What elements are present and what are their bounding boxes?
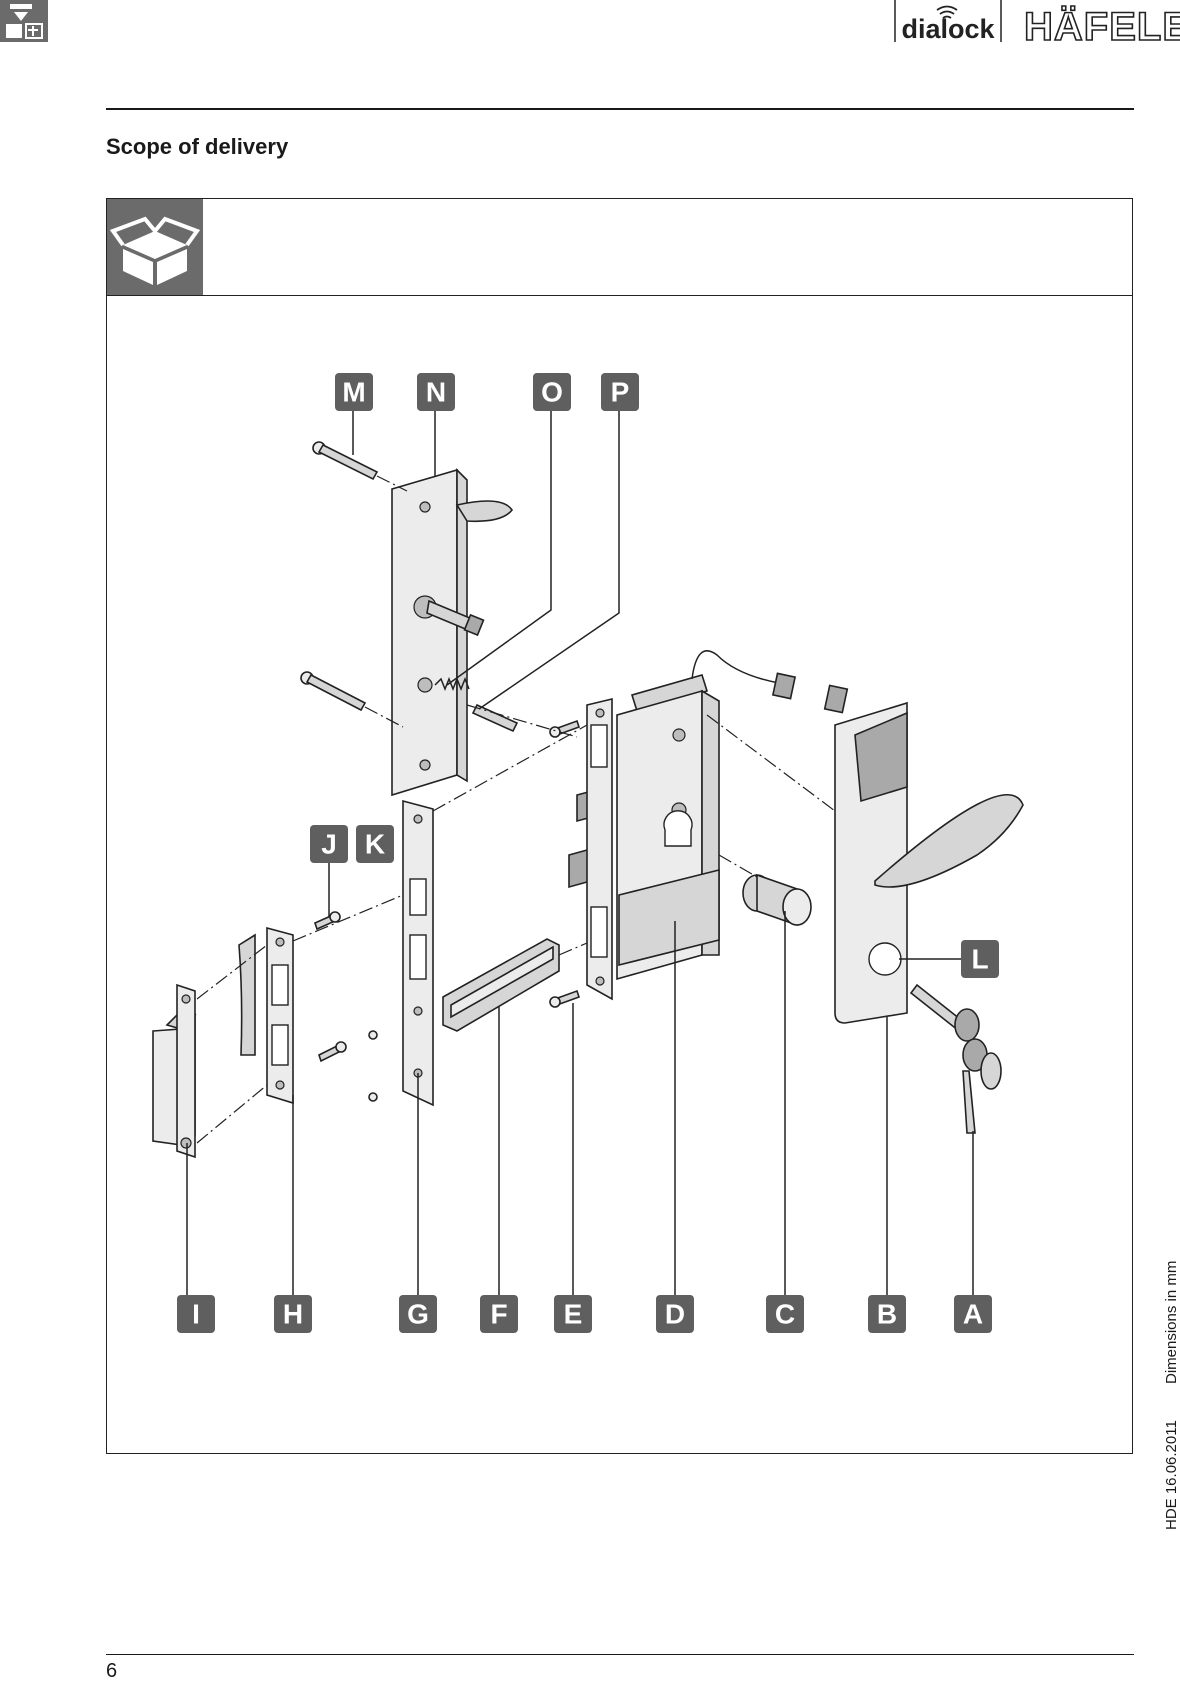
screw-K-3 <box>368 1092 378 1102</box>
screw-E-bottom <box>549 989 581 1008</box>
faceplate-G <box>402 799 434 1107</box>
label-A: A <box>954 1295 992 1333</box>
hafele-logo: HÄFELE <box>1023 4 1180 50</box>
svg-text:J: J <box>321 829 337 860</box>
label-K: K <box>356 825 394 863</box>
screw-M-bottom <box>300 671 367 712</box>
label-O: O <box>533 373 571 411</box>
dialock-logo: dialock <box>894 0 1002 44</box>
inner-escutcheon <box>391 468 513 797</box>
screw-J-top <box>314 911 341 931</box>
electronic-escutcheon <box>834 701 1024 1024</box>
exploded-lock-diagram: M N O P J K L I H G F E D C B A <box>152 373 1024 1333</box>
svg-text:C: C <box>775 1299 795 1330</box>
label-P: P <box>601 373 639 411</box>
hafele-logo-text: HÄFELE <box>1024 5 1180 49</box>
header-rule <box>106 108 1134 110</box>
frame-header <box>107 199 1132 296</box>
label-I: I <box>177 1295 215 1333</box>
label-L: L <box>961 940 999 978</box>
front-case-F <box>442 938 560 1032</box>
svg-text:M: M <box>342 377 365 408</box>
label-E: E <box>554 1295 592 1333</box>
page-number: 6 <box>106 1660 118 1682</box>
label-J: J <box>310 825 348 863</box>
svg-text:N: N <box>426 377 446 408</box>
svg-text:I: I <box>192 1299 200 1330</box>
mortise-lock-body <box>568 674 720 981</box>
strike-plate-H <box>238 926 294 1105</box>
doc-code: HDE 16.06.2011 <box>1163 1420 1180 1530</box>
svg-text:B: B <box>877 1299 897 1330</box>
label-M: M <box>335 373 373 411</box>
svg-text:P: P <box>611 377 630 408</box>
side-footer: HDE 16.06.2011 Dimensions in mm <box>1163 1229 1180 1530</box>
svg-text:G: G <box>407 1299 429 1330</box>
label-F: F <box>480 1295 518 1333</box>
screw-E-top <box>549 719 581 738</box>
cylinder <box>742 873 812 927</box>
svg-text:F: F <box>490 1299 507 1330</box>
package-box-icon <box>107 199 203 295</box>
svg-text:L: L <box>971 944 988 975</box>
label-D: D <box>656 1295 694 1333</box>
screw-M-top <box>312 441 379 481</box>
header-logos: dialock HÄFELE <box>675 0 1180 50</box>
document-type-icon <box>0 0 48 42</box>
svg-text:K: K <box>365 829 385 860</box>
label-N: N <box>417 373 455 411</box>
delivery-frame: M N O P J K L I H G F E D C B A <box>106 198 1133 1454</box>
strike-box-I <box>152 983 197 1159</box>
units-note: Dimensions in mm <box>1163 1260 1180 1385</box>
label-H: H <box>274 1295 312 1333</box>
footer-rule <box>106 1654 1134 1655</box>
svg-text:H: H <box>283 1299 303 1330</box>
screw-K-2 <box>368 1030 378 1040</box>
svg-text:E: E <box>564 1299 583 1330</box>
screw-J-bottom <box>318 1041 347 1063</box>
svg-text:A: A <box>963 1299 983 1330</box>
dialock-logo-text: dialock <box>901 14 995 44</box>
label-B: B <box>868 1295 906 1333</box>
keys <box>909 983 1002 1134</box>
svg-text:O: O <box>541 377 563 408</box>
svg-text:D: D <box>665 1299 685 1330</box>
label-G: G <box>399 1295 437 1333</box>
label-C: C <box>766 1295 804 1333</box>
section-title: Scope of delivery <box>106 134 289 159</box>
